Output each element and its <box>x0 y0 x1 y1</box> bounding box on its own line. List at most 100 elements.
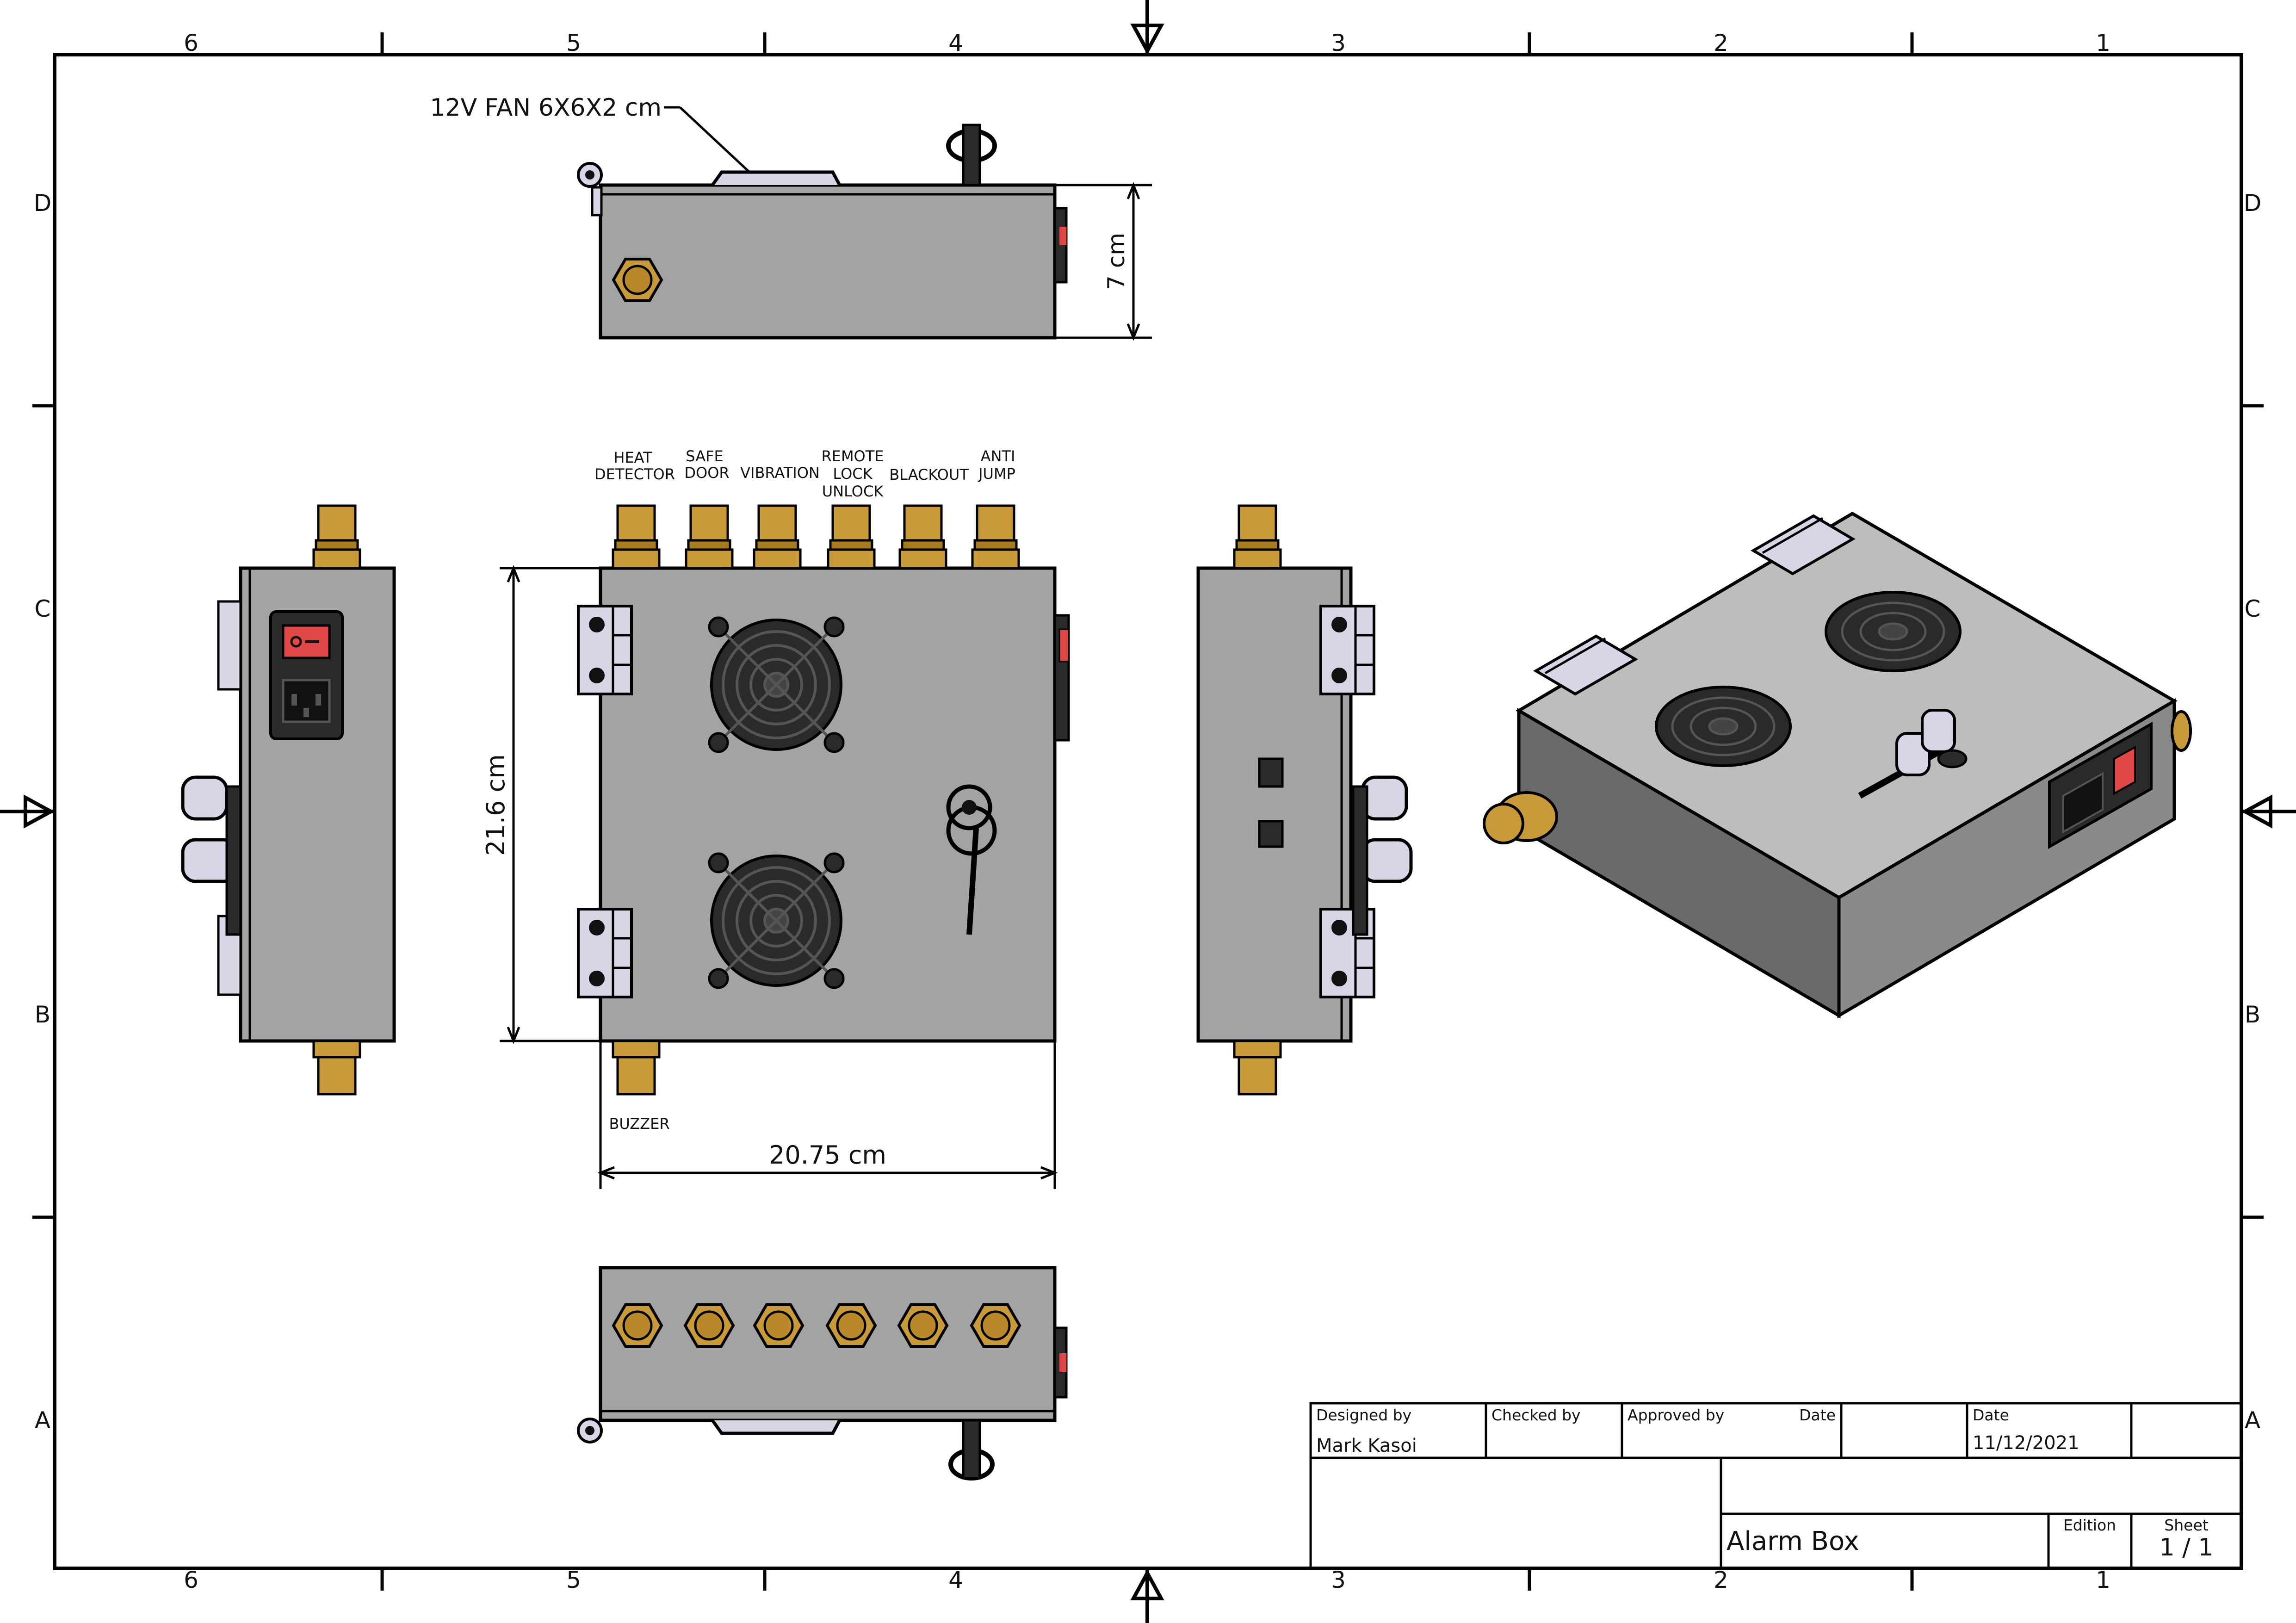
key-lock-icon <box>946 784 997 935</box>
key-icon <box>946 124 997 186</box>
hinge-icon <box>1321 606 1374 694</box>
grid-col-label: 6 <box>184 30 198 56</box>
port-label-blackout: BLACKOUT <box>889 466 969 483</box>
port-vibration-icon <box>754 506 800 568</box>
fan-housing-icon <box>711 1419 842 1435</box>
grid-col-label: 2 <box>1714 30 1728 56</box>
bottom-view <box>577 1266 1068 1481</box>
cable-gland-icon <box>827 1305 875 1346</box>
connector-icon <box>1258 820 1284 848</box>
port-icon <box>1234 506 1281 568</box>
fan-grille-icon <box>1825 591 1962 672</box>
key-icon <box>948 1419 995 1481</box>
height-dimension-label: 7 cm <box>1103 233 1130 290</box>
cable-gland-icon <box>2171 710 2192 752</box>
grid-col-label: 5 <box>566 1567 581 1593</box>
dimension-height <box>1055 182 1152 341</box>
designed-by-label: Designed by <box>1316 1406 1411 1424</box>
grid-row-label: B <box>2245 1001 2260 1028</box>
grid-row-label: B <box>35 1001 50 1028</box>
cable-gland-icon <box>685 1305 733 1346</box>
edition-label: Edition <box>2063 1516 2116 1534</box>
fan-grille-icon <box>709 854 843 988</box>
grid-row-label: C <box>35 595 51 622</box>
isometric-view <box>1483 511 2192 1019</box>
grid-col-label: 6 <box>184 1567 198 1593</box>
port-buzzer-icon <box>612 1040 661 1096</box>
cable-gland-icon <box>755 1305 803 1346</box>
port-anti-jump-icon <box>972 506 1019 568</box>
approval-date-label: Date <box>1799 1406 1836 1424</box>
cable-gland-icon <box>972 1305 1020 1346</box>
grid-col-label: 4 <box>948 1567 963 1593</box>
checked-by-label: Checked by <box>1491 1406 1581 1424</box>
dimension-length <box>500 565 600 1044</box>
fan-grille-icon <box>709 618 843 752</box>
iec-power-inlet-icon <box>2048 721 2153 849</box>
width-dimension-label: 20.75 cm <box>769 1140 886 1170</box>
left-side-view <box>181 506 396 1096</box>
cable-gland-icon <box>613 259 662 301</box>
grid-row-labels-left: D C B A <box>34 190 52 1434</box>
iec-power-inlet-icon <box>269 610 344 740</box>
fan-note-leader <box>664 106 750 173</box>
port-icon <box>1233 1040 1282 1096</box>
grid-col-label: 1 <box>2096 1567 2110 1593</box>
keys-icon <box>181 775 242 936</box>
grid-column-labels-top: 6 5 4 3 2 1 <box>184 30 2110 56</box>
dimension-width <box>597 1041 1058 1189</box>
grid-col-label: 2 <box>1714 1567 1728 1593</box>
port-blackout-icon <box>900 506 946 568</box>
title-block <box>1309 1402 2243 1570</box>
top-view-body <box>599 183 1057 340</box>
grid-row-label: D <box>34 190 52 217</box>
grid-row-label: A <box>35 1407 50 1434</box>
port-icon <box>312 1040 361 1096</box>
top-view: 7 cm 12V FAN 6X6X2 cm <box>430 94 1152 341</box>
grid-row-label: D <box>2244 190 2262 217</box>
grid-tick-marks <box>32 32 2264 1591</box>
length-dimension-label: 21.6 cm <box>481 754 510 856</box>
connector-icon <box>1258 757 1284 788</box>
bottom-view-body <box>599 1266 1057 1422</box>
grid-col-label: 4 <box>948 30 963 56</box>
hinge-icon <box>578 909 631 997</box>
fan-grille-icon <box>1655 686 1792 767</box>
keys-icon <box>1352 775 1413 936</box>
grid-col-label: 1 <box>2096 30 2110 56</box>
grid-col-label: 3 <box>1331 30 1346 56</box>
port-safe-door-icon <box>686 506 732 568</box>
hinge-icon <box>1533 634 1638 696</box>
key-lock-icon <box>1858 709 1968 799</box>
fan-housing-icon <box>711 170 842 186</box>
port-heat-detector-icon <box>613 506 659 568</box>
grid-col-label: 5 <box>566 30 581 56</box>
date-value: 11/12/2021 <box>1973 1432 2079 1454</box>
designed-by-value: Mark Kasoi <box>1316 1435 1417 1456</box>
cable-gland-icon <box>613 1305 662 1346</box>
grid-col-label: 3 <box>1331 1567 1346 1593</box>
hinge-icon <box>578 606 631 694</box>
hinge-icon <box>1751 514 1856 576</box>
port-label-vibration: VIBRATION <box>740 464 820 482</box>
approved-by-label: Approved by <box>1628 1406 1724 1424</box>
grid-row-label: C <box>2245 595 2261 622</box>
fan-note-label: 12V FAN 6X6X2 cm <box>430 94 662 122</box>
port-icon <box>314 506 360 568</box>
sheet-label: Sheet <box>2164 1516 2208 1534</box>
hinge-icon <box>217 600 242 691</box>
grid-row-labels-right: D C B A <box>2244 190 2262 1434</box>
grid-row-label: A <box>2245 1407 2260 1434</box>
sheet-value: 1 / 1 <box>2160 1534 2214 1561</box>
cable-gland-icon <box>899 1305 947 1346</box>
drawing-title: Alarm Box <box>1727 1526 1859 1556</box>
port-label-buzzer: BUZZER <box>609 1115 669 1133</box>
